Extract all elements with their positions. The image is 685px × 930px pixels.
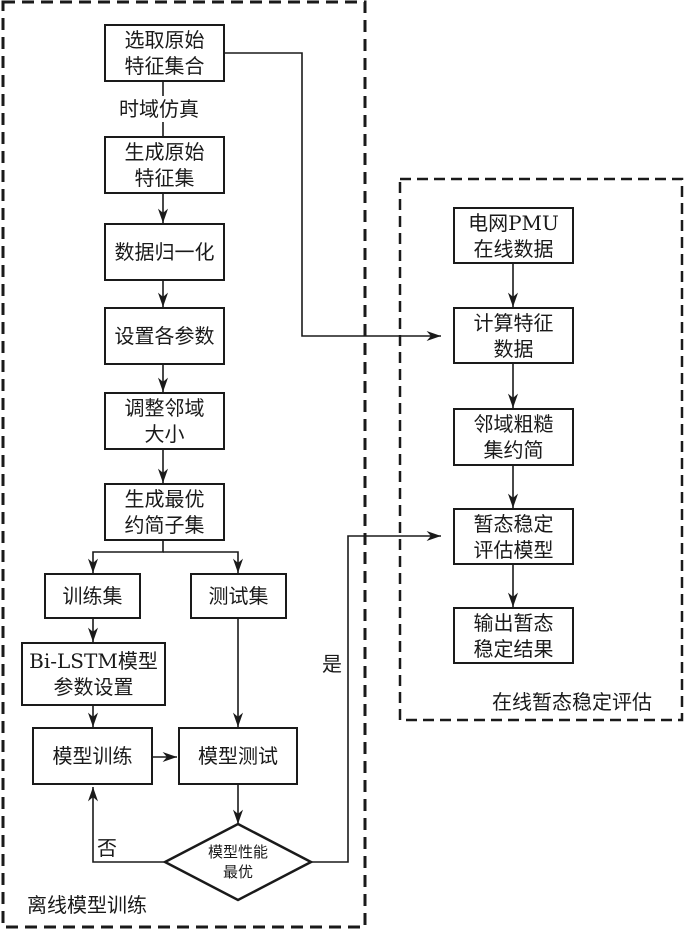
node-bilstm-params: Bi-LSTM模型 参数设置 — [21, 642, 166, 706]
edge-label-yes: 是 — [322, 652, 342, 676]
node-generate-original-features: 生成原始 特征集 — [104, 136, 225, 194]
node-compute-features: 计算特征 数据 — [453, 307, 574, 364]
decision-text: 模型性能 最优 — [207, 843, 268, 881]
offline-region-frame — [1, 0, 367, 929]
node-optimal-reduct-subset: 生成最优 约简子集 — [104, 483, 225, 541]
node-train-set: 训练集 — [44, 573, 141, 619]
edge-optimal-split — [87, 541, 164, 573]
node-output-result: 输出暂态 稳定结果 — [453, 607, 574, 664]
node-set-parameters: 设置各参数 — [104, 307, 225, 365]
node-normalize-data: 数据归一化 — [104, 223, 225, 281]
edge-label-no: 否 — [97, 836, 117, 860]
node-model-training: 模型训练 — [32, 727, 153, 785]
offline-region-label: 离线模型训练 — [27, 893, 147, 917]
node-model-testing: 模型测试 — [178, 727, 298, 785]
node-pmu-online-data: 电网PMU 在线数据 — [453, 207, 574, 264]
online-region-frame — [398, 177, 684, 722]
node-rough-set-reduction: 邻域粗糙 集约简 — [453, 408, 574, 466]
edge-decision-yes — [311, 530, 441, 863]
node-tsa-model: 暂态稳定 评估模型 — [453, 508, 574, 565]
node-select-original-features: 选取原始 特征集合 — [104, 24, 225, 82]
node-test-set: 测试集 — [190, 573, 287, 619]
edge-optimal-to-test — [163, 551, 244, 573]
decision-diamond — [162, 822, 314, 902]
edge-select-to-compute — [225, 52, 441, 342]
node-adjust-neighborhood: 调整邻域 大小 — [104, 392, 225, 450]
edge-label-time-domain-sim: 时域仿真 — [119, 97, 199, 121]
online-region-label: 在线暂态稳定评估 — [492, 690, 652, 714]
edge-decision-no — [87, 787, 165, 863]
